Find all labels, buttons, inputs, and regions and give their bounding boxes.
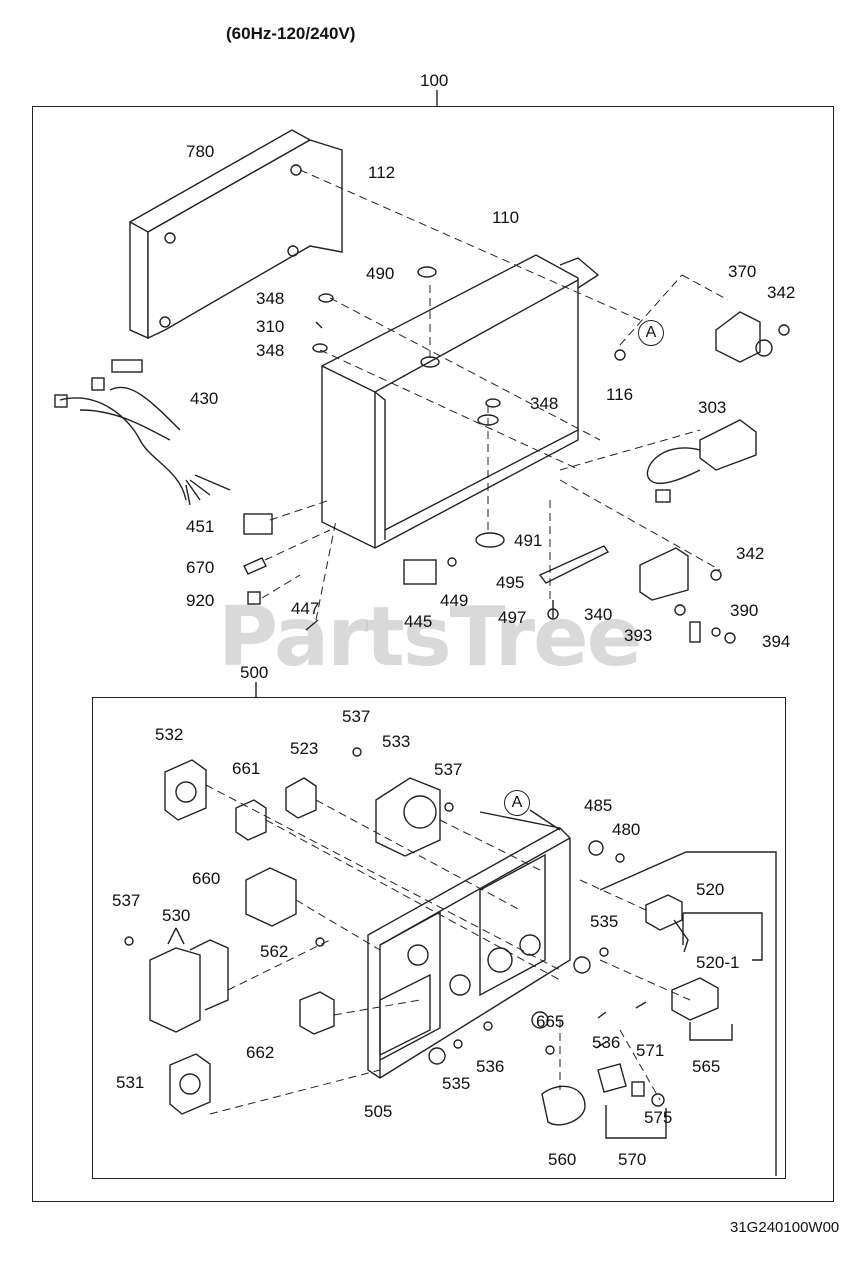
assembly-frame-inner — [92, 697, 786, 1179]
label-560: 560 — [548, 1150, 577, 1169]
label-497: 497 — [498, 608, 527, 627]
part-445 — [403, 559, 437, 585]
label-531: 531 — [116, 1073, 145, 1092]
diagram-header: (60Hz-120/240V) — [226, 24, 356, 43]
label-303: 303 — [698, 398, 727, 417]
label-535a: 535 — [590, 912, 619, 931]
harness-430 — [59, 386, 187, 501]
part-523 — [285, 777, 317, 819]
label-116: 116 — [606, 385, 634, 404]
label-661: 661 — [232, 759, 261, 778]
label-485: 485 — [584, 796, 613, 815]
label-660: 660 — [192, 869, 221, 888]
label-780: 780 — [186, 142, 215, 161]
label-342a: 342 — [767, 283, 796, 302]
label-537b: 537 — [434, 760, 463, 779]
label-112: 112 — [368, 163, 396, 182]
label-348a: 348 — [256, 289, 285, 308]
label-537c: 537 — [112, 891, 141, 910]
label-536b: 536 — [476, 1057, 505, 1076]
label-571: 571 — [636, 1041, 665, 1060]
receptacle-530 — [149, 947, 201, 1033]
label-449: 449 — [440, 591, 469, 610]
label-348c: 348 — [530, 394, 559, 413]
part-660 — [245, 867, 297, 927]
label-451: 451 — [186, 517, 215, 536]
diagram-code: 31G240100W00 — [730, 1219, 840, 1236]
receptacle-533 — [375, 777, 441, 857]
label-310: 310 — [256, 317, 285, 336]
label-100: 100 — [420, 71, 449, 90]
label-445: 445 — [404, 612, 433, 631]
label-348b: 348 — [256, 341, 285, 360]
label-390: 390 — [730, 601, 759, 620]
label-665: 665 — [536, 1012, 565, 1031]
ref-marker-a-bottom: A — [504, 790, 530, 816]
label-533: 533 — [382, 732, 411, 751]
label-110: 110 — [492, 208, 520, 227]
label-662: 662 — [246, 1043, 275, 1062]
part-662 — [299, 991, 335, 1035]
part-670 — [243, 557, 267, 575]
label-500: 500 — [240, 663, 269, 682]
label-530: 530 — [162, 906, 191, 925]
label-370: 370 — [728, 262, 757, 281]
control-box-110 — [321, 254, 579, 549]
label-523: 523 — [290, 739, 319, 758]
label-570: 570 — [618, 1150, 647, 1169]
label-393: 393 — [624, 626, 653, 645]
label-495: 495 — [496, 573, 525, 592]
label-340: 340 — [584, 605, 613, 624]
ref-marker-a-top: A — [638, 320, 664, 346]
part-451 — [243, 513, 273, 535]
part-303 — [699, 419, 757, 471]
label-430: 430 — [190, 389, 219, 408]
label-447: 447 — [291, 599, 320, 618]
label-536a: 536 — [592, 1033, 621, 1052]
label-480: 480 — [612, 820, 641, 839]
panel-505 — [367, 827, 571, 1079]
plate-112 — [147, 139, 343, 340]
label-505: 505 — [364, 1102, 393, 1121]
label-520-1: 520-1 — [696, 953, 740, 972]
label-532: 532 — [155, 725, 184, 744]
label-520: 520 — [696, 880, 725, 899]
part-565 — [671, 977, 719, 1021]
watermark: PartsTree — [218, 590, 642, 685]
label-565: 565 — [692, 1057, 721, 1076]
label-670: 670 — [186, 558, 215, 577]
label-562: 562 — [260, 942, 289, 961]
switch-520 — [645, 894, 683, 931]
part-370 — [715, 311, 761, 363]
receptacle-531 — [169, 1053, 211, 1115]
label-535b: 535 — [442, 1074, 471, 1093]
label-342b: 342 — [736, 544, 765, 563]
part-340 — [639, 547, 689, 601]
label-490: 490 — [366, 264, 395, 283]
part-560 — [541, 1085, 586, 1126]
part-661 — [235, 799, 267, 841]
label-537a: 537 — [342, 707, 371, 726]
label-491: 491 — [514, 531, 543, 550]
receptacle-532 — [164, 759, 207, 821]
assembly-frame-outer — [32, 106, 834, 1202]
label-575: 575 — [644, 1108, 673, 1127]
label-394: 394 — [762, 632, 791, 651]
label-920: 920 — [186, 591, 215, 610]
